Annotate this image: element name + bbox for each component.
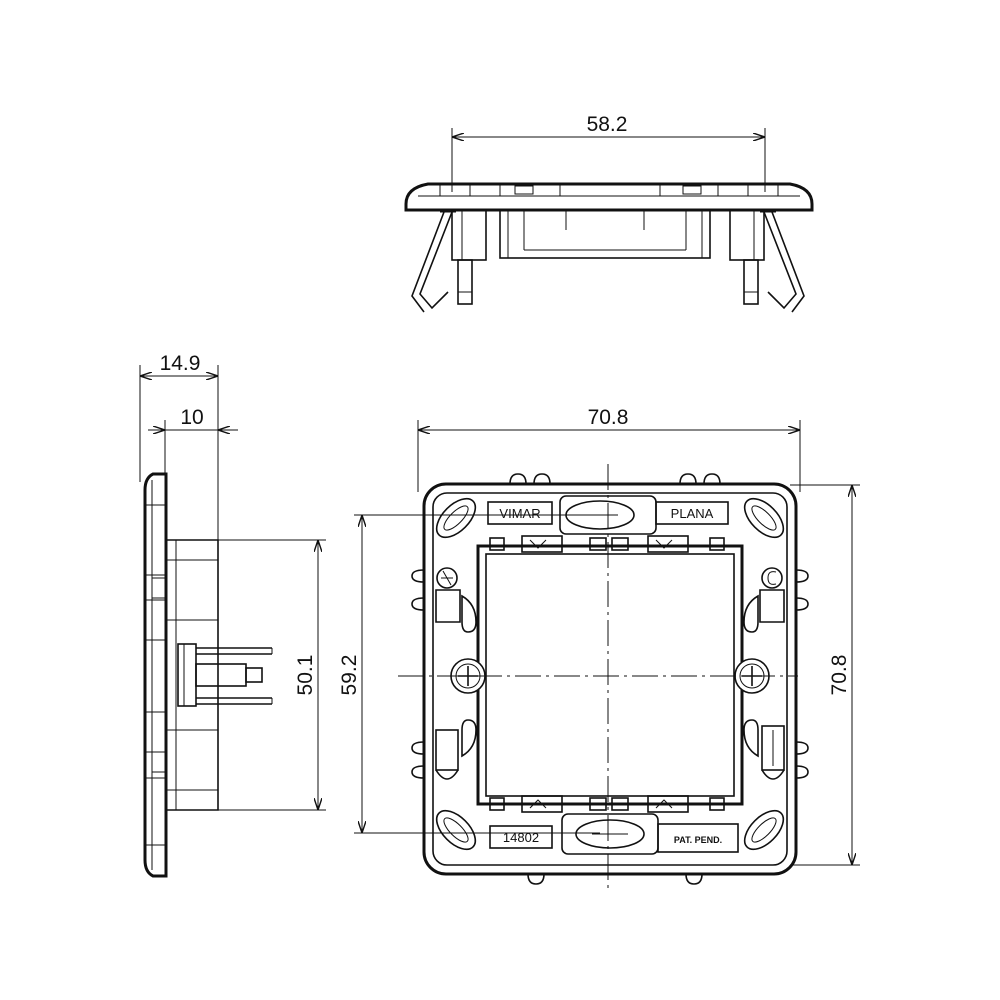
opening-teeth-bottom: [489, 795, 725, 813]
side-view-body: [151, 539, 219, 811]
dimension-side-height: 50.1: [218, 539, 326, 811]
side-view-plate: [143, 472, 168, 878]
patent-label: PAT. PEND.: [674, 835, 722, 845]
top-view-left-clip: [411, 211, 456, 313]
corner-slot-top-left: [435, 497, 477, 539]
dimension-front-inner-height: 59.2: [338, 514, 600, 834]
corner-slot-bottom-right: [743, 809, 785, 851]
top-view-left-leg: [451, 209, 487, 305]
dimension-label-59-2: 59.2: [338, 655, 361, 696]
opening-teeth-top: [489, 535, 725, 553]
top-view-plate: [404, 182, 814, 212]
dimension-front-height: 70.8: [790, 484, 860, 866]
front-view: 70.8 59.2 70.8: [338, 406, 860, 888]
corner-slot-top-right: [743, 497, 785, 539]
code-label: 14802: [503, 830, 539, 845]
side-pocket-bottom-left: [435, 719, 477, 780]
dimension-label-10: 10: [180, 406, 203, 429]
dimension-top-width: 58.2: [451, 113, 766, 192]
dimension-side-body-depth: 10: [148, 406, 238, 478]
side-view-pins: [177, 643, 273, 707]
central-opening: [476, 544, 744, 806]
frame-outline: [422, 482, 798, 876]
center-slot-bottom: [561, 813, 659, 855]
top-view-right-leg: [729, 209, 765, 305]
corner-slot-bottom-left: [435, 809, 477, 851]
marking-code: 14802: [489, 825, 553, 849]
marking-series: PLANA: [655, 501, 729, 525]
marking-patent: PAT. PEND.: [657, 823, 739, 853]
dimension-label-70-8-width: 70.8: [588, 406, 629, 429]
frame-edge-tabs: [411, 473, 809, 885]
series-label: PLANA: [671, 506, 714, 521]
side-pocket-top-right: [743, 567, 785, 633]
top-view-body: [499, 209, 711, 259]
marking-brand: VIMAR: [487, 501, 553, 525]
brand-label: VIMAR: [499, 506, 540, 521]
dimension-label-70-8-height: 70.8: [828, 655, 851, 696]
dimension-front-width: 70.8: [417, 406, 801, 492]
dimension-label-50-1: 50.1: [294, 655, 317, 696]
dimension-side-total-depth: 14.9: [139, 352, 219, 540]
dimension-label-14-9: 14.9: [160, 352, 201, 375]
top-view-right-clip: [760, 211, 805, 313]
side-view: 14.9 10: [139, 352, 326, 878]
top-view: 58.2: [404, 113, 814, 313]
side-pocket-top-left: [435, 567, 477, 633]
side-pocket-bottom-right: [743, 719, 785, 780]
center-lines: [398, 464, 798, 888]
dimension-label-58-2: 58.2: [587, 113, 628, 136]
